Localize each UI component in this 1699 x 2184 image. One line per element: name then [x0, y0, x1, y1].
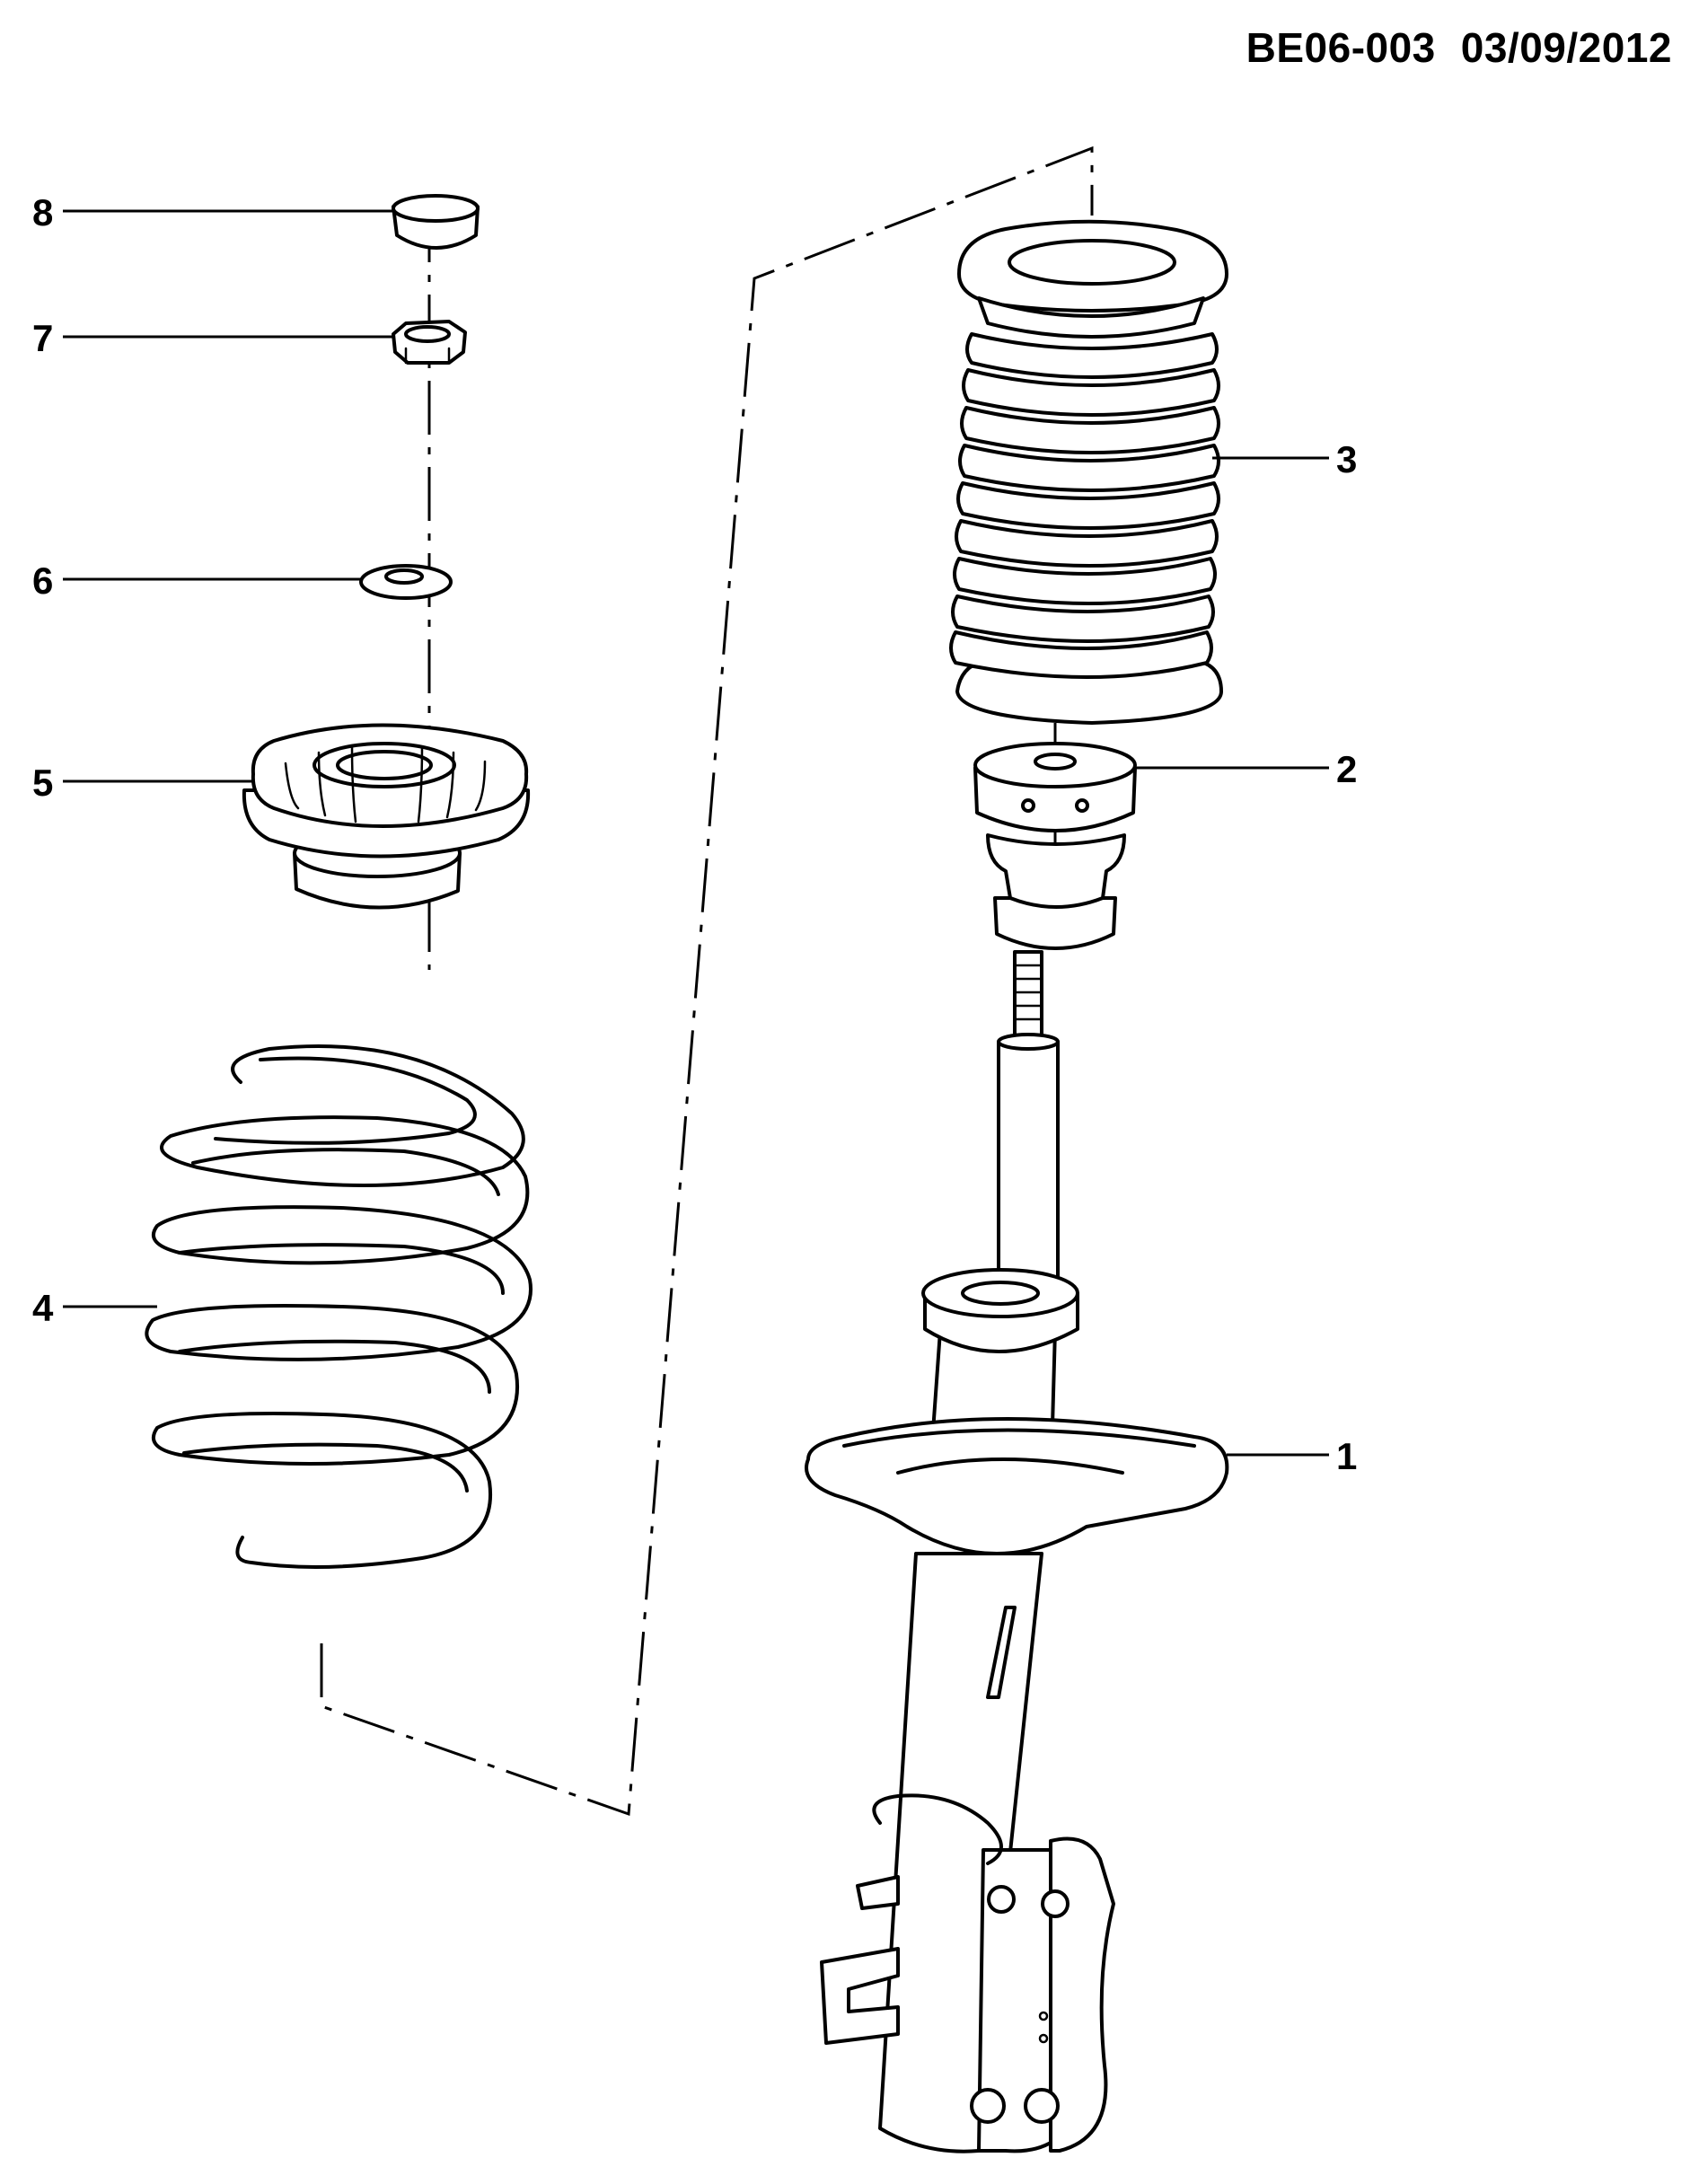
strut-piston-rod	[997, 1040, 1060, 1295]
abs-sensor-bracket	[856, 1875, 900, 1910]
callout-4: 4	[32, 1287, 54, 1329]
callout-7: 7	[32, 317, 53, 359]
brake-hose-clip	[872, 1793, 1003, 1865]
part-7-nut	[392, 320, 467, 365]
bracket-upper-bolt-hole	[987, 1885, 1016, 1914]
part-1-shock-absorber-strut	[805, 950, 1229, 2153]
bracket-lower-bolt-hole	[970, 2088, 1006, 2124]
part-4-coil-spring	[145, 1044, 533, 1569]
part-6-washer	[359, 564, 453, 600]
callout-8: 8	[32, 191, 53, 233]
callout-leaders	[63, 209, 1329, 1457]
strut-link-centerline	[320, 145, 1094, 1817]
part-2-bump-stop	[973, 742, 1137, 950]
part-3-dust-boot	[949, 219, 1228, 725]
callout-numbers: 8 7 6 5 4 3 2 1	[32, 191, 1357, 1477]
callout-5: 5	[32, 762, 53, 804]
strut-lower-spring-seat	[805, 1417, 1229, 1555]
boot-convolutions	[949, 332, 1220, 679]
diagram-date: 03/09/2012	[1460, 24, 1672, 71]
diagram-header: BE06-003 03/09/2012	[1246, 23, 1672, 72]
callout-2: 2	[1336, 748, 1357, 790]
callout-3: 3	[1336, 438, 1357, 480]
strut-spring-seat-upper	[921, 1268, 1079, 1318]
part-8-dust-cap	[392, 194, 480, 250]
callout-6: 6	[32, 559, 53, 602]
diagram-code: BE06-003	[1246, 24, 1436, 71]
callout-1: 1	[1336, 1435, 1357, 1477]
part-5-strut-top-mount	[242, 723, 531, 910]
